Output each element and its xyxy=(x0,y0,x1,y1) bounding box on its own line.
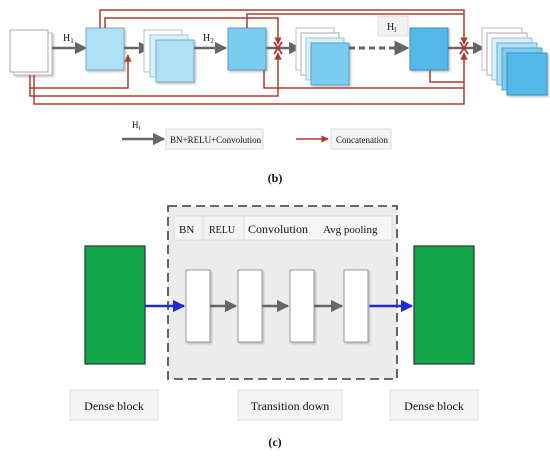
legend-hl-label: Hl xyxy=(132,120,141,132)
concat-stack-1 xyxy=(143,29,195,83)
legend-gray-arrow-label: BN+RELU+Convolution xyxy=(170,135,262,145)
bn-layer xyxy=(185,269,211,343)
panel-c: BN RELU Convolution Avg pooling Dense bl… xyxy=(69,205,479,449)
h1-output-block xyxy=(85,27,125,71)
avg-pooling-label: Avg pooling xyxy=(323,224,378,236)
panel-b: H1 H2 Hl xyxy=(9,9,548,185)
concat-stack-2 xyxy=(295,27,350,86)
legend-red-arrow-label: Concatenation xyxy=(336,135,388,145)
final-concat-stack xyxy=(481,27,548,96)
transition-down-label: Transition down xyxy=(251,399,330,413)
relu-layer xyxy=(237,269,263,343)
panel-b-legend: Hl BN+RELU+Convolution Concatenation xyxy=(122,120,392,150)
h2-output-block xyxy=(227,27,267,71)
bn-label: BN xyxy=(179,224,194,236)
concat-x-markers xyxy=(273,41,469,55)
input-feature-stack xyxy=(9,29,53,76)
convolution-label: Convolution xyxy=(248,222,308,236)
h2-label: H2 xyxy=(203,33,214,45)
hl-label: Hl xyxy=(387,22,396,34)
relu-label: RELU xyxy=(209,225,236,236)
concatenation-connections xyxy=(29,9,468,105)
panel-c-caption: (c) xyxy=(268,435,281,449)
hl-output-block xyxy=(409,27,449,71)
left-dense-block xyxy=(84,245,146,365)
right-dense-block xyxy=(413,245,475,365)
avg-pooling-layer xyxy=(343,269,369,343)
convolution-layer xyxy=(289,269,315,343)
h1-label: H1 xyxy=(63,33,74,45)
left-dense-block-label: Dense block xyxy=(84,399,144,413)
right-dense-block-label: Dense block xyxy=(404,399,464,413)
panel-b-caption: (b) xyxy=(268,171,283,185)
